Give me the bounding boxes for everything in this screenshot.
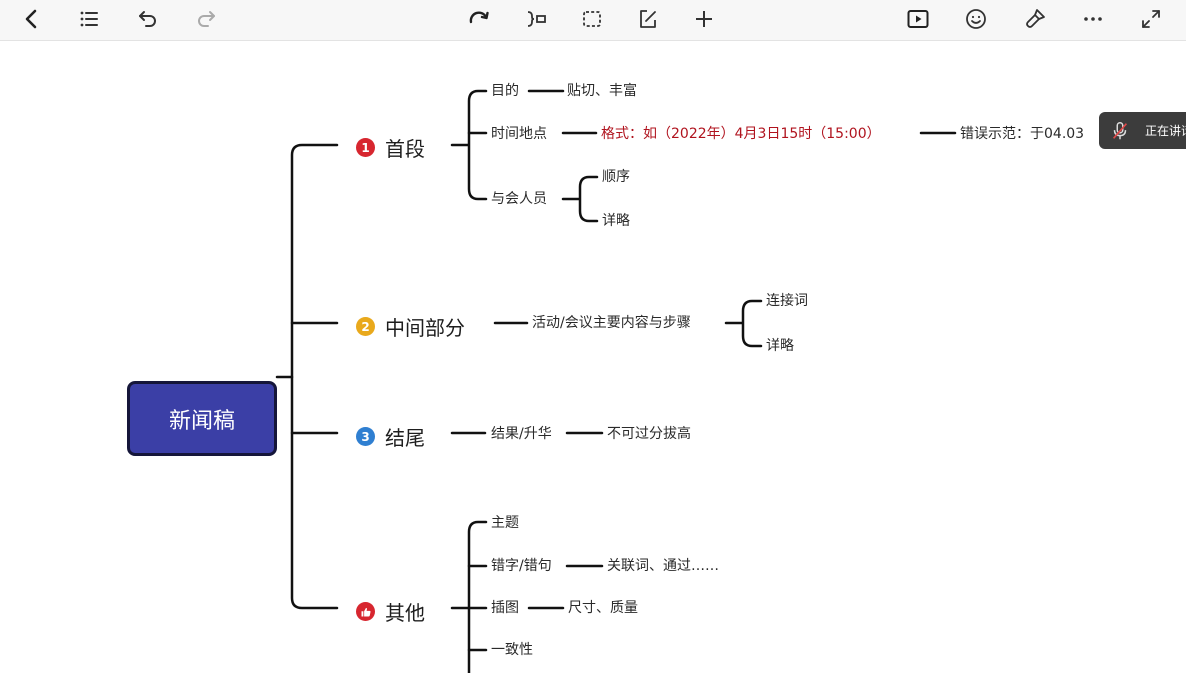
node-other-typo[interactable]: 错字/错句	[491, 558, 552, 574]
branch-label: 中间部分	[385, 316, 465, 340]
number-one-icon: 1	[356, 138, 375, 157]
branch-first-paragraph[interactable]: 1 首段	[356, 133, 425, 162]
number-three-icon: 3	[356, 427, 375, 446]
node-middle-detail[interactable]: 详略	[766, 338, 794, 354]
format-painter-icon[interactable]	[1017, 2, 1053, 36]
node-attendees[interactable]: 与会人员	[491, 191, 547, 207]
branch-label: 结尾	[385, 426, 425, 450]
play-icon[interactable]	[900, 2, 936, 36]
muted-mic-icon	[1112, 121, 1128, 139]
node-other-image-note[interactable]: 尺寸、质量	[568, 600, 638, 616]
list-icon[interactable]	[71, 2, 107, 36]
node-attendees-detail[interactable]: 详略	[602, 213, 630, 229]
speaking-indicator: 正在讲话	[1099, 112, 1186, 149]
branch-label: 其他	[385, 601, 425, 625]
rotate-icon[interactable]	[461, 2, 497, 36]
node-time-place-format[interactable]: 格式：如（2022年）4月3日15时（15:00）	[601, 126, 881, 142]
edit-icon[interactable]	[630, 2, 666, 36]
redo-icon[interactable]	[188, 2, 224, 36]
node-time-place[interactable]: 时间地点	[491, 126, 547, 142]
branch-other[interactable]: 其他	[356, 597, 425, 626]
mindmap-canvas[interactable]: 新闻稿 1 首段 目的 贴切、丰富 时间地点 格式：如（2022年）4月3日15…	[0, 41, 1186, 673]
node-ending-note[interactable]: 不可过分拔高	[607, 426, 691, 442]
thumbs-up-icon	[356, 602, 375, 621]
node-attendees-order[interactable]: 顺序	[602, 169, 630, 185]
plus-icon[interactable]	[686, 2, 722, 36]
branch-middle[interactable]: 2 中间部分	[356, 312, 465, 341]
speaking-status-text: 正在讲话	[1145, 124, 1186, 138]
undo-icon[interactable]	[130, 2, 166, 36]
node-other-image[interactable]: 插图	[491, 600, 519, 616]
branch-label: 首段	[385, 137, 425, 161]
emoji-icon[interactable]	[958, 2, 994, 36]
node-ending-result[interactable]: 结果/升华	[491, 426, 552, 442]
select-box-icon[interactable]	[574, 2, 610, 36]
number-two-icon: 2	[356, 317, 375, 336]
node-middle-main[interactable]: 活动/会议主要内容与步骤	[532, 315, 691, 331]
fullscreen-icon[interactable]	[1133, 2, 1169, 36]
more-icon[interactable]	[1075, 2, 1111, 36]
node-purpose-detail[interactable]: 贴切、丰富	[567, 83, 637, 99]
node-other-topic[interactable]: 主题	[491, 515, 519, 531]
node-time-place-wrong-example[interactable]: 错误示范：于04.03	[960, 126, 1085, 142]
mindmap-root-node[interactable]: 新闻稿	[127, 381, 277, 456]
connector-lines	[275, 89, 957, 673]
branch-ending[interactable]: 3 结尾	[356, 422, 425, 451]
node-other-typo-note[interactable]: 关联词、通过……	[607, 558, 719, 574]
node-middle-connect[interactable]: 连接词	[766, 293, 808, 309]
bracket-icon[interactable]	[518, 2, 554, 36]
toolbar	[0, 0, 1186, 41]
back-icon[interactable]	[14, 2, 50, 36]
node-purpose[interactable]: 目的	[491, 83, 519, 99]
node-other-consistency[interactable]: 一致性	[491, 642, 533, 658]
